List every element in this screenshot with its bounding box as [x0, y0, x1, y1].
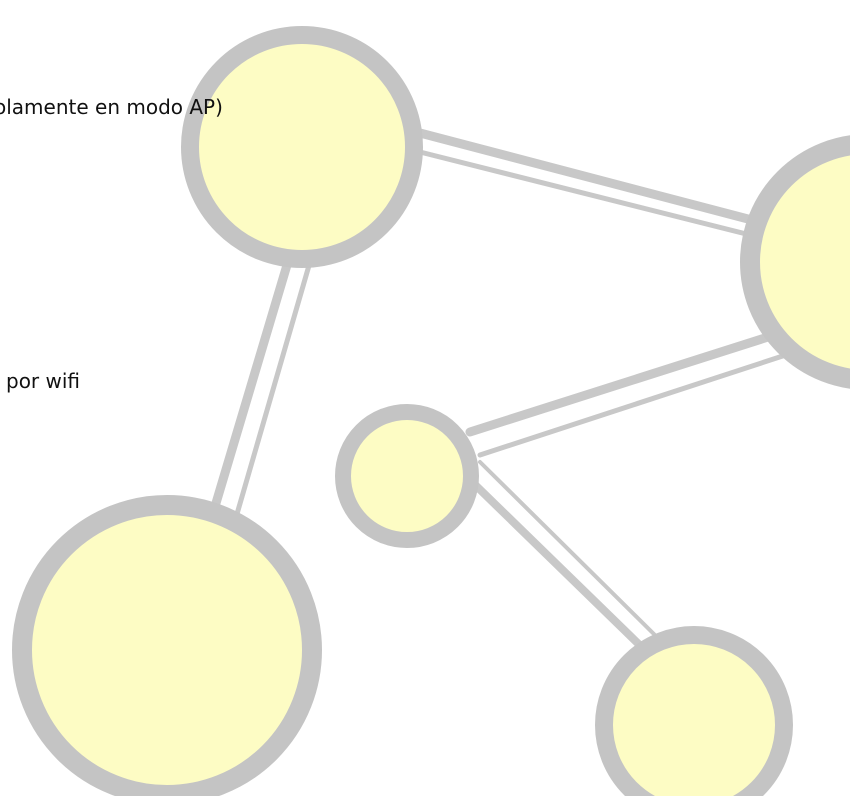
link-small-to-bottomright — [461, 471, 659, 664]
link-top-to-right — [415, 128, 795, 235]
link-top-to-bottomleft-thin — [225, 259, 313, 548]
slide-text-line: por wifi — [6, 369, 81, 393]
node-bottom-left — [12, 495, 322, 796]
link-top-to-bottomleft — [200, 250, 295, 545]
link-small-to-right-thin — [477, 349, 798, 458]
node-right — [740, 135, 850, 389]
network-nodes — [12, 26, 850, 796]
link-top-to-right-thin — [417, 149, 793, 248]
node-small-center — [335, 404, 479, 548]
slide-text-line: olamente en modo AP) — [0, 95, 223, 119]
link-small-to-right — [465, 325, 795, 437]
node-bottom-right — [595, 626, 793, 796]
link-small-to-bottomright-thin — [478, 460, 670, 650]
node-top — [181, 26, 423, 268]
network-links — [200, 128, 798, 664]
